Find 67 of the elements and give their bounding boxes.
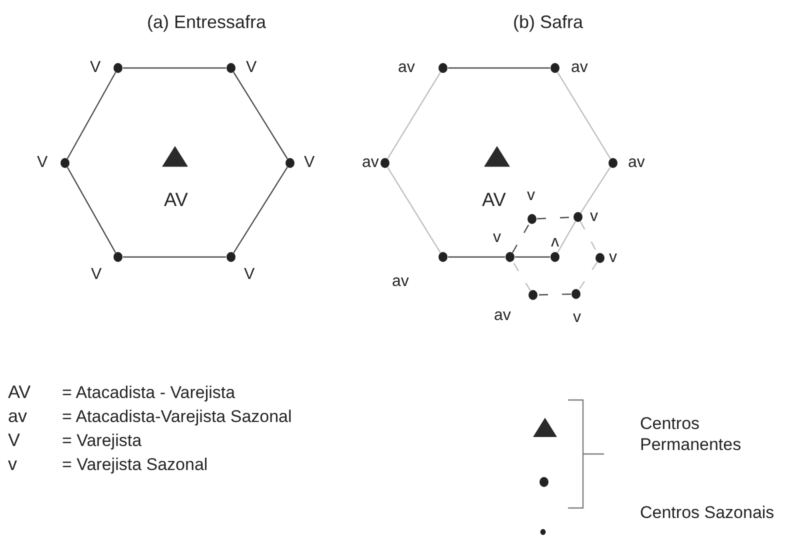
- dot-marker: [379, 157, 391, 169]
- legend-text: Centros Permanentes: [640, 413, 742, 456]
- dot-marker: [225, 62, 237, 74]
- place-label: av: [392, 274, 409, 290]
- boundary-line: [387, 72, 441, 160]
- abbreviation: V: [8, 431, 20, 449]
- dot-marker: [437, 251, 449, 263]
- dot-marker: [526, 213, 538, 225]
- panel-title: (b) Safra: [513, 13, 584, 31]
- place-label: av: [628, 155, 645, 171]
- place-label: v: [590, 209, 598, 225]
- definition: = Atacadista - Varejista: [62, 384, 236, 400]
- boundary-line: [556, 221, 576, 253]
- panel-title: (a) Entressafra: [147, 13, 266, 31]
- place-label: V: [304, 155, 315, 171]
- place-label: av: [494, 308, 511, 324]
- place-label: V: [37, 155, 48, 171]
- abbreviation: v: [8, 455, 17, 473]
- boundary-line: [580, 166, 611, 214]
- place-label: v: [609, 250, 617, 266]
- place-label: v: [493, 230, 501, 246]
- dot-marker: [504, 251, 516, 263]
- definition: = Varejista: [62, 432, 142, 448]
- definition: = Varejista Sazonal: [62, 456, 208, 472]
- place-label: v: [527, 188, 535, 204]
- dot-marker: [225, 251, 237, 263]
- boundary-line: [123, 256, 226, 258]
- definition: = Atacadista-Varejista Sazonal: [62, 408, 292, 424]
- dot-marker: [572, 211, 584, 223]
- dot-marker: [527, 289, 539, 301]
- boundary-line: [66, 72, 116, 159]
- dot-marker: [549, 251, 561, 263]
- boundary-line: [123, 67, 226, 69]
- place-label: V: [244, 267, 255, 283]
- boundary-line: [557, 72, 611, 160]
- place-label: V: [90, 60, 101, 76]
- boundary-line: [233, 166, 288, 254]
- dashed-line: [512, 260, 531, 292]
- place-label: AV: [482, 190, 506, 210]
- dot-marker: [437, 62, 449, 74]
- place-label: av: [571, 60, 588, 76]
- place-label: V: [91, 267, 102, 283]
- place-label: av: [398, 60, 415, 76]
- dashed-line: [512, 223, 530, 253]
- dot-marker: [594, 252, 606, 264]
- boundary-line: [387, 166, 441, 254]
- dot-marker: [570, 288, 582, 300]
- dot-marker: [549, 62, 561, 74]
- place-label: AV: [164, 190, 188, 210]
- place-label: V: [246, 60, 257, 76]
- abbreviation: av: [8, 407, 28, 425]
- boundary-line: [515, 256, 550, 258]
- abbreviation: AV: [8, 383, 31, 401]
- dot-marker: [112, 251, 124, 263]
- boundary-line: [448, 256, 505, 258]
- boundary-line: [448, 67, 550, 69]
- dot-marker: [607, 157, 619, 169]
- place-label: v: [551, 234, 559, 250]
- dot-marker: [112, 62, 124, 74]
- boundary-line: [233, 72, 288, 160]
- dashed-line: [578, 262, 598, 290]
- place-label: v: [573, 310, 581, 326]
- legend-text: Centros Sazonais: [640, 502, 776, 524]
- dot-marker: [59, 157, 71, 169]
- boundary-line: [66, 167, 116, 253]
- place-label: av: [362, 155, 379, 171]
- dot-marker: [284, 157, 296, 169]
